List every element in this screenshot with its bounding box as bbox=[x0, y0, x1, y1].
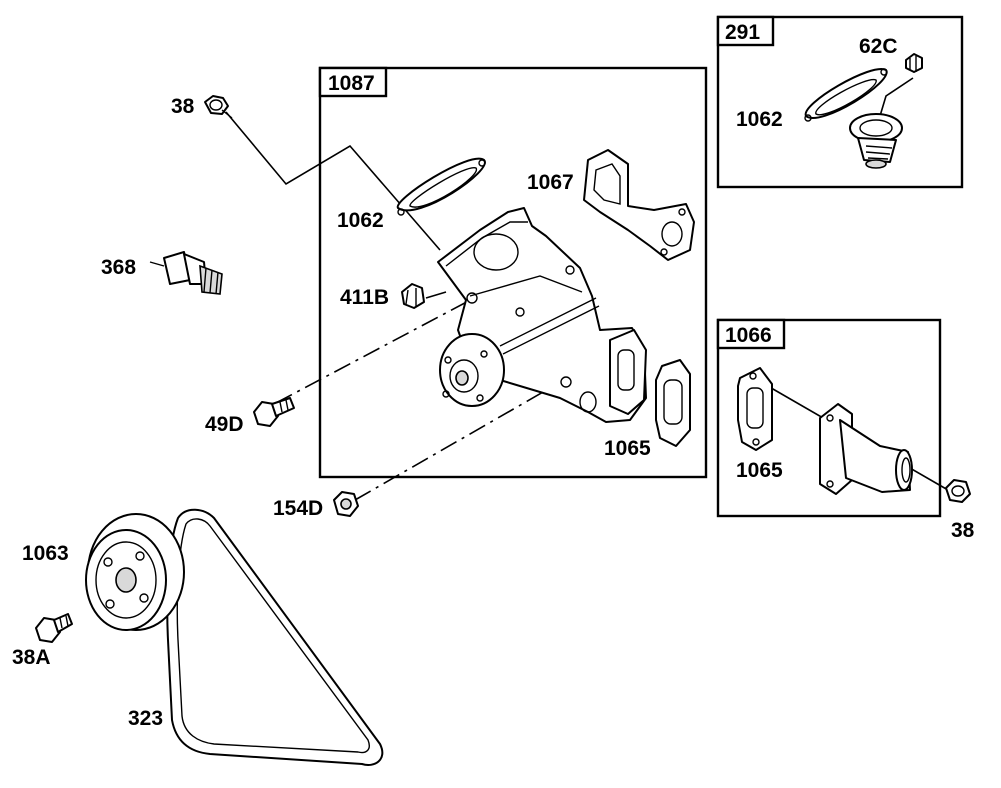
label-1062-pump: 1062 bbox=[337, 209, 384, 232]
label-38-top: 38 bbox=[171, 95, 195, 118]
bolt-38a bbox=[35, 613, 73, 643]
bolt-49d bbox=[253, 397, 295, 427]
nut-154d bbox=[333, 491, 359, 517]
box-1087: 1087 bbox=[318, 66, 708, 479]
gasket-1062-pump bbox=[396, 157, 486, 216]
label-38-right: 38 bbox=[951, 519, 975, 542]
screw-62c bbox=[905, 53, 923, 73]
box-1066: 1066 bbox=[716, 318, 942, 518]
belt-323 bbox=[166, 508, 384, 766]
label-411b: 411B bbox=[340, 286, 389, 309]
gasket-1067 bbox=[583, 149, 695, 261]
label-154d: 154D bbox=[273, 497, 323, 520]
label-1062-thermostat: 1062 bbox=[736, 108, 783, 131]
gasket-1065-pump bbox=[655, 359, 691, 447]
plug-411b bbox=[401, 283, 425, 309]
label-1067: 1067 bbox=[527, 171, 574, 194]
label-1063: 1063 bbox=[22, 542, 69, 565]
box-291: 291 bbox=[716, 15, 964, 189]
label-49d: 49D bbox=[205, 413, 244, 436]
label-38a: 38A bbox=[12, 646, 51, 669]
label-368: 368 bbox=[101, 256, 136, 279]
bolt-38-top bbox=[204, 95, 233, 119]
gasket-1062-thermostat bbox=[804, 68, 888, 122]
temp-sender-368 bbox=[149, 251, 223, 295]
thermostat bbox=[849, 113, 903, 169]
box-1066-tag: 1066 bbox=[725, 324, 772, 347]
box-1087-tag: 1087 bbox=[328, 72, 375, 95]
label-1065-outlet: 1065 bbox=[736, 459, 783, 482]
label-323: 323 bbox=[128, 707, 163, 730]
label-62c: 62C bbox=[859, 35, 898, 58]
water-outlet-elbow bbox=[819, 403, 913, 495]
bolt-38-right bbox=[945, 479, 971, 503]
gasket-1065-outlet bbox=[737, 367, 773, 451]
box-291-tag: 291 bbox=[725, 21, 760, 44]
pulley-1063 bbox=[85, 513, 185, 631]
label-1065-pump: 1065 bbox=[604, 437, 651, 460]
water-pump-body bbox=[437, 207, 647, 423]
